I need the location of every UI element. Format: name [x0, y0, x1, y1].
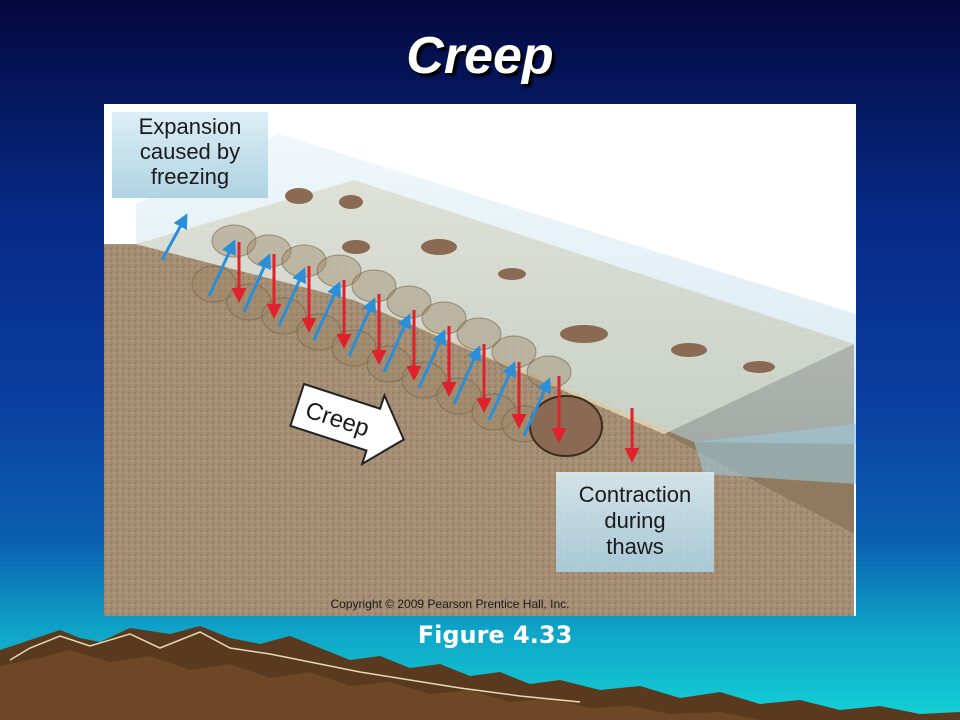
rock-icon [342, 240, 370, 254]
expansion-arrows [160, 213, 551, 437]
creep-diagram-panel: Creep Expansion caused by freezing Contr… [104, 104, 856, 616]
copyright-text: Copyright © 2009 Pearson Prentice Hall, … [331, 597, 570, 611]
frozen-layer [136, 134, 856, 444]
expansion-label-line2: caused by [140, 139, 240, 164]
rock-icon [421, 239, 457, 255]
mountain-range-front [0, 650, 760, 720]
rock-icon [339, 195, 363, 209]
creep-diagram: Creep Expansion caused by freezing Contr… [104, 112, 856, 616]
rock-icon [671, 343, 707, 357]
contraction-label-line2: during [604, 508, 665, 533]
expansion-label-line3: freezing [151, 164, 229, 189]
rock-icon [285, 188, 313, 204]
rock-icon [498, 268, 526, 280]
rock-icon [743, 361, 775, 373]
expansion-label-line1: Expansion [139, 114, 242, 139]
contraction-label-box [556, 472, 714, 572]
expansion-label-box [112, 112, 268, 198]
slide-title: Creep [406, 27, 554, 85]
boulder-icon [529, 395, 603, 457]
frozen-layer-side [694, 424, 856, 484]
figure-caption: Figure 4.33 [417, 621, 573, 649]
contraction-arrows [231, 242, 640, 463]
rock-icon [560, 325, 608, 343]
contraction-label-line3: thaws [606, 534, 663, 559]
mountain-decoration [0, 626, 960, 720]
contraction-label-line1: Contraction [579, 482, 692, 507]
mountain-ridge-lines [9, 631, 581, 703]
